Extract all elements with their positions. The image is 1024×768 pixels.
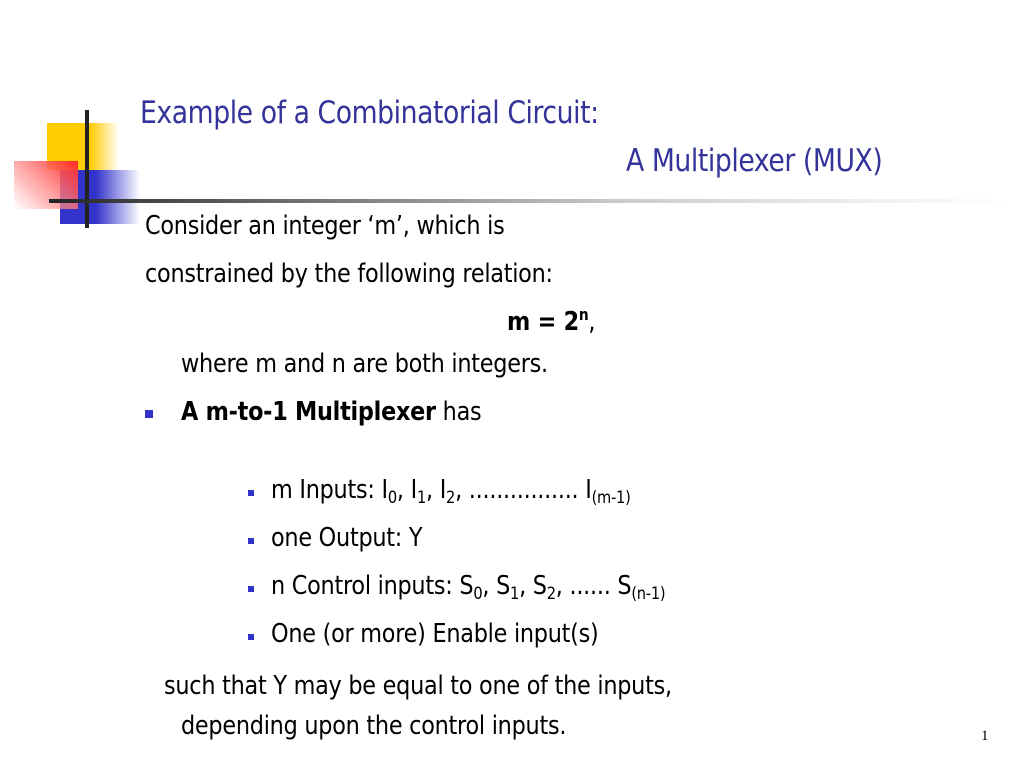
subscript: 2: [546, 584, 556, 604]
text: m Inputs: I: [271, 475, 388, 505]
text: , S: [519, 571, 547, 601]
sub-bullet-icon: [248, 538, 254, 544]
subscript: 0: [473, 584, 483, 604]
text: , ................ I: [455, 475, 592, 505]
equation-exponent: n: [578, 305, 589, 324]
sub-bullet-enable: One (or more) Enable input(s): [271, 619, 599, 649]
conclusion-line2: depending upon the control inputs.: [181, 711, 567, 741]
text: n Control inputs: S: [271, 571, 474, 601]
intro-line2: constrained by the following relation:: [145, 259, 553, 289]
conclusion-line1: such that Y may be equal to one of the i…: [164, 671, 672, 701]
text: , I: [426, 475, 447, 505]
text: , S: [482, 571, 511, 601]
intro-line1: Consider an integer ‘m’, which is: [145, 211, 505, 241]
equation-trail: ,: [588, 307, 596, 337]
bullet-main-bold: A m-to-1 Multiplexer: [181, 397, 436, 427]
text: , I: [396, 475, 417, 505]
slide-title-line1: Example of a Combinatorial Circuit:: [140, 95, 599, 131]
bullet-main: A m-to-1 Multiplexer has: [181, 396, 482, 428]
sub-bullet-icon: [248, 634, 254, 640]
subscript: (n-1): [631, 584, 666, 604]
title-divider: [49, 199, 1009, 203]
equation: m = 2n,: [507, 305, 596, 338]
bullet-icon: [145, 410, 153, 418]
sub-bullet-icon: [248, 490, 254, 496]
subscript: 0: [387, 488, 397, 508]
page-number: 1: [981, 728, 989, 744]
subscript: (m-1): [591, 488, 631, 508]
text: , ...... S: [555, 571, 632, 601]
subscript: 1: [416, 488, 427, 508]
where-text: where m and n are both integers.: [181, 349, 548, 379]
decorative-logo: [0, 0, 200, 240]
sub-bullet-icon: [248, 586, 254, 592]
bullet-main-rest: has: [435, 397, 482, 427]
slide-title-line2: A Multiplexer (MUX): [626, 143, 883, 179]
subscript: 2: [446, 488, 456, 508]
subscript: 1: [510, 584, 520, 604]
equation-lhs: m = 2: [507, 307, 579, 337]
sub-bullet-output: one Output: Y: [271, 523, 423, 553]
sub-bullet-inputs: m Inputs: I0, I1, I2, ................ I…: [271, 474, 631, 508]
vertical-line: [85, 110, 89, 228]
sub-bullet-control: n Control inputs: S0, S1, S2, ...... S(n…: [271, 570, 666, 604]
